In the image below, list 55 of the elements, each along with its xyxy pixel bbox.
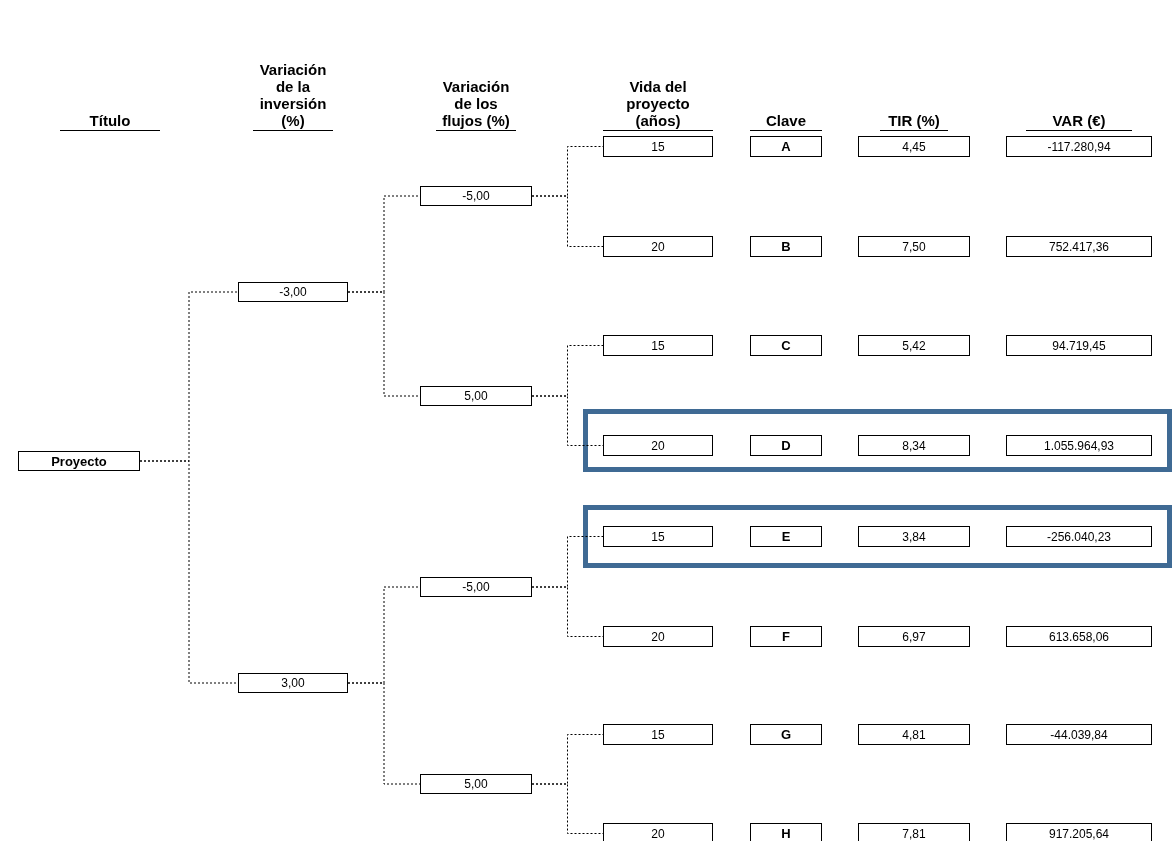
value-box: 5,00 <box>420 774 532 794</box>
value-box: -5,00 <box>420 577 532 597</box>
column-header: Variación de los flujos (%) <box>436 78 516 131</box>
value-box: -44.039,84 <box>1006 724 1152 745</box>
value-box: F <box>750 626 822 647</box>
highlight-frame <box>583 505 1172 568</box>
value-box: -117.280,94 <box>1006 136 1152 157</box>
value-box: 4,81 <box>858 724 970 745</box>
value-box: E <box>750 526 822 547</box>
value-box: 94.719,45 <box>1006 335 1152 356</box>
value-box: H <box>750 823 822 841</box>
value-box: 20 <box>603 823 713 841</box>
value-box: 3,84 <box>858 526 970 547</box>
value-box: 15 <box>603 335 713 356</box>
value-box: D <box>750 435 822 456</box>
column-header: Vida del proyecto (años) <box>603 78 713 131</box>
connector-line <box>139 460 239 684</box>
value-box: 5,00 <box>420 386 532 406</box>
value-box: -5,00 <box>420 186 532 206</box>
value-box: 613.658,06 <box>1006 626 1152 647</box>
value-box: 15 <box>603 136 713 157</box>
value-box: -3,00 <box>238 282 348 302</box>
value-box: Proyecto <box>18 451 140 471</box>
connector-line <box>531 586 604 637</box>
value-box: 7,50 <box>858 236 970 257</box>
connector-line <box>347 291 421 397</box>
column-header: Título <box>60 112 160 131</box>
column-header: VAR (€) <box>1026 112 1132 131</box>
value-box: 917.205,64 <box>1006 823 1152 841</box>
column-header: Variación de la inversión (%) <box>253 61 333 131</box>
column-header: TIR (%) <box>880 112 948 131</box>
value-box: 3,00 <box>238 673 348 693</box>
highlight-frame <box>583 409 1172 472</box>
value-box: 15 <box>603 724 713 745</box>
value-box: A <box>750 136 822 157</box>
value-box: 5,42 <box>858 335 970 356</box>
value-box: -256.040,23 <box>1006 526 1152 547</box>
value-box: 15 <box>603 526 713 547</box>
value-box: 1.055.964,93 <box>1006 435 1152 456</box>
value-box: G <box>750 724 822 745</box>
value-box: 20 <box>603 236 713 257</box>
value-box: 7,81 <box>858 823 970 841</box>
value-box: 4,45 <box>858 136 970 157</box>
value-box: B <box>750 236 822 257</box>
value-box: 6,97 <box>858 626 970 647</box>
value-box: C <box>750 335 822 356</box>
column-header: Clave <box>750 112 822 131</box>
value-box: 20 <box>603 626 713 647</box>
connector-line <box>531 195 604 247</box>
value-box: 20 <box>603 435 713 456</box>
connector-line <box>531 395 604 446</box>
value-box: 8,34 <box>858 435 970 456</box>
connector-line <box>347 682 421 785</box>
connector-line <box>531 783 604 834</box>
value-box: 752.417,36 <box>1006 236 1152 257</box>
